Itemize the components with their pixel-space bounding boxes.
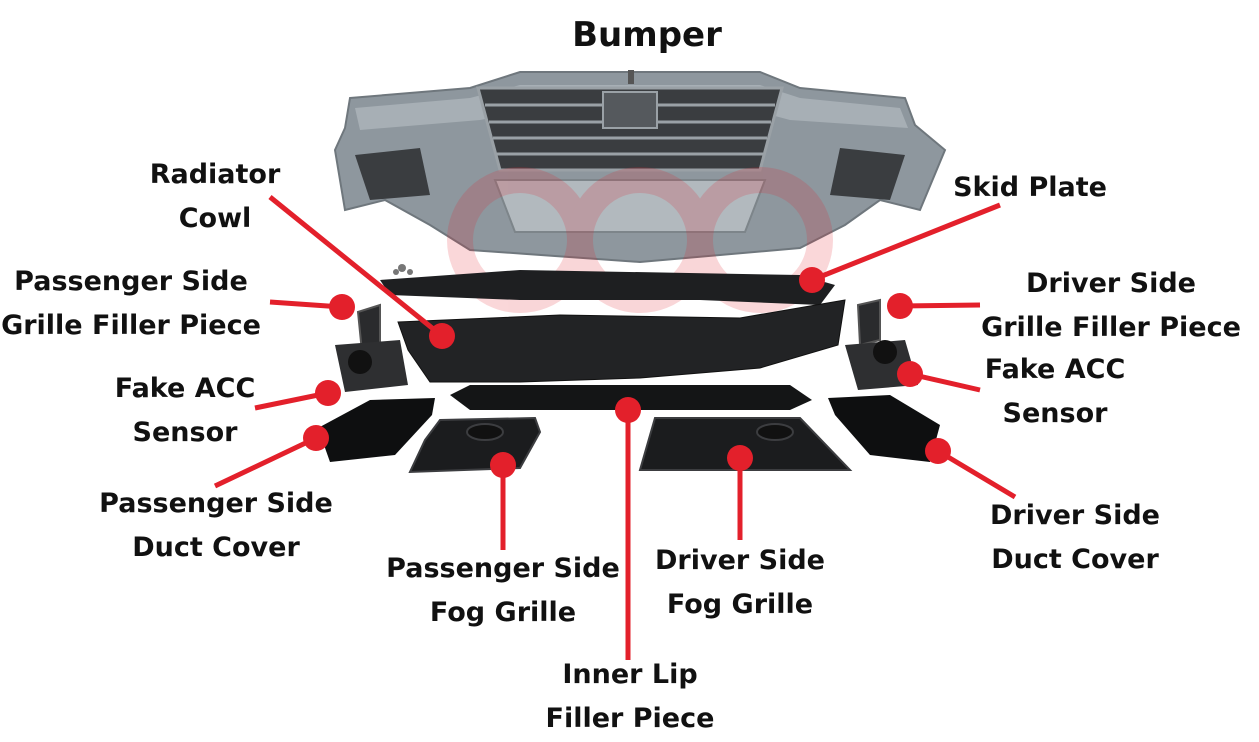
label-driver-fog-grille: Driver Side Fog Grille <box>630 539 850 627</box>
label-skid-plate: Skid Plate <box>930 166 1130 210</box>
callout-dot-passenger-fog-grille <box>490 452 516 478</box>
label-radiator-cowl-line1: Radiator <box>149 159 281 190</box>
callout-line-driver-duct-cover <box>936 448 1017 500</box>
callout-dot-passenger-duct-cover <box>303 425 329 451</box>
label-inner-lip-line2: Filler Piece <box>545 703 715 734</box>
callout-dot-skid-plate <box>799 267 825 293</box>
callout-dot-passenger-grille-filler <box>329 294 355 320</box>
label-passenger-grille-filler: Passenger Side Grille Filler Piece <box>0 260 262 348</box>
label-driver-grille-filler-line2: Grille Filler Piece <box>981 312 1241 343</box>
callouts <box>213 195 1017 660</box>
label-passenger-fog-grille-line2: Fog Grille <box>429 597 577 628</box>
label-skid-plate-line1: Skid Plate <box>953 172 1107 203</box>
callout-dot-inner-lip <box>615 397 641 423</box>
callout-dot-driver-grille-filler <box>887 293 913 319</box>
label-radiator-cowl: Radiator Cowl <box>115 153 315 241</box>
label-inner-lip: Inner Lip Filler Piece <box>520 653 740 741</box>
callout-dot-fake-acc-right <box>897 361 923 387</box>
label-fake-acc-right-line1: Fake ACC <box>984 354 1126 385</box>
label-passenger-fog-grille-line1: Passenger Side <box>386 553 620 584</box>
label-passenger-duct-cover: Passenger Side Duct Cover <box>85 482 347 570</box>
label-passenger-grille-filler-line1: Passenger Side <box>14 266 248 297</box>
label-driver-duct-cover-line2: Duct Cover <box>991 544 1159 575</box>
callout-dot-fake-acc-left <box>315 380 341 406</box>
callout-line-passenger-duct-cover <box>213 435 318 489</box>
label-fake-acc-right-line2: Sensor <box>1002 398 1108 429</box>
diagram-title: Bumper <box>572 15 722 55</box>
skid-plate-image <box>380 270 835 305</box>
duct-cover-parts <box>318 395 940 462</box>
label-driver-fog-grille-line2: Fog Grille <box>666 589 814 620</box>
callout-line-radiator-cowl <box>268 195 444 338</box>
callout-dot-driver-duct-cover <box>925 438 951 464</box>
callout-dot-driver-fog-grille <box>727 445 753 471</box>
radiator-cowl-image <box>397 299 846 383</box>
label-passenger-fog-grille: Passenger Side Fog Grille <box>372 547 634 635</box>
grille-filler-pieces <box>356 298 881 354</box>
label-fake-acc-left-line2: Sensor <box>132 417 238 448</box>
label-inner-lip-line1: Inner Lip <box>562 659 698 690</box>
label-fake-acc-left: Fake ACC Sensor <box>85 367 285 455</box>
label-driver-duct-cover-line1: Driver Side <box>990 500 1160 531</box>
hardware-packet <box>393 264 413 275</box>
callout-line-skid-plate <box>811 202 1001 283</box>
label-radiator-cowl-line2: Cowl <box>178 203 252 234</box>
label-driver-duct-cover: Driver Side Duct Cover <box>960 494 1190 582</box>
label-passenger-grille-filler-line2: Grille Filler Piece <box>1 310 261 341</box>
label-driver-grille-filler-line1: Driver Side <box>1026 268 1196 299</box>
callout-dot-radiator-cowl <box>429 323 455 349</box>
label-fake-acc-right: Fake ACC Sensor <box>955 348 1155 436</box>
label-fake-acc-left-line1: Fake ACC <box>114 373 256 404</box>
label-driver-fog-grille-line1: Driver Side <box>655 545 825 576</box>
label-driver-grille-filler: Driver Side Grille Filler Piece <box>976 262 1246 350</box>
bumper-image <box>333 70 947 264</box>
label-passenger-duct-cover-line2: Duct Cover <box>132 532 300 563</box>
callout-line-driver-grille-filler <box>899 302 981 309</box>
label-passenger-duct-cover-line1: Passenger Side <box>99 488 333 519</box>
